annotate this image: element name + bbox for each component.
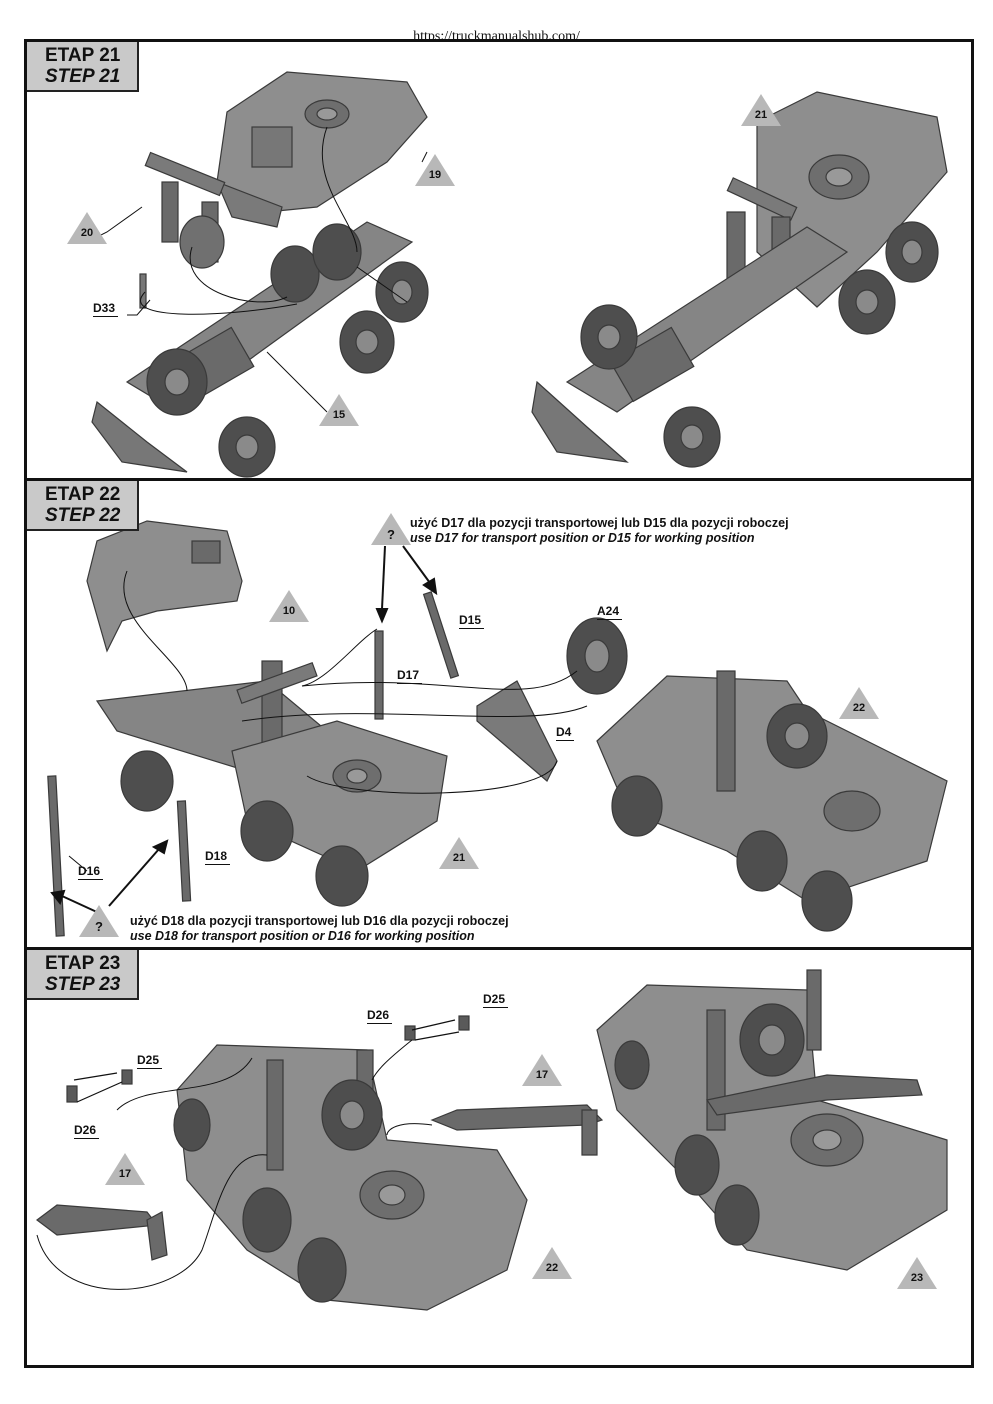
callout-number-17-left: 17 <box>118 1168 132 1180</box>
callout-triangle-23 <box>897 1257 937 1289</box>
part-label-d26-left: D26 <box>74 1123 100 1139</box>
step-21-label-pl: ETAP 21 <box>45 45 121 66</box>
step-22-header: ETAP 22 STEP 22 <box>27 481 139 531</box>
part-label-d25-left: D25 <box>137 1053 163 1069</box>
callout-triangle-21 <box>439 837 479 869</box>
callout-number-23: 23 <box>910 1272 924 1284</box>
step-21-label-en: STEP 21 <box>45 66 121 87</box>
callout-triangle-21 <box>741 94 781 126</box>
callout-triangle-17-right <box>522 1054 562 1086</box>
step-21-panel: ETAP 21 STEP 21 19 20 15 21 D33 <box>24 39 974 481</box>
step-22-panel: ETAP 22 STEP 22 10 21 22 ? ? użyć D17 dl… <box>24 478 974 951</box>
callout-triangle-15 <box>319 394 359 426</box>
callout-number-22: 22 <box>852 702 866 714</box>
callout-triangle-question-top <box>371 513 411 545</box>
callout-number-10: 10 <box>282 605 296 617</box>
callout-number-21: 21 <box>452 852 466 864</box>
part-label-d16: D16 <box>78 864 104 880</box>
callout-triangle-19 <box>415 154 455 186</box>
callout-triangle-question-bottom <box>79 905 119 937</box>
step-21-header: ETAP 21 STEP 21 <box>27 42 139 92</box>
callout-number-19: 19 <box>428 169 442 181</box>
part-label-d4: D4 <box>556 725 575 741</box>
callout-triangle-22 <box>532 1247 572 1279</box>
callout-triangle-22 <box>839 687 879 719</box>
part-label-d15: D15 <box>459 613 485 629</box>
callout-number-21: 21 <box>754 109 768 121</box>
step-23-header: ETAP 23 STEP 23 <box>27 950 139 1000</box>
step-22-label-en: STEP 22 <box>45 505 121 526</box>
note-top: użyć D17 dla pozycji transportowej lub D… <box>410 516 789 546</box>
note-bottom: użyć D18 dla pozycji transportowej lub D… <box>130 914 509 944</box>
part-label-d33: D33 <box>93 301 119 317</box>
callout-number-17-right: 17 <box>535 1069 549 1081</box>
callout-triangle-20 <box>67 212 107 244</box>
part-label-a24: A24 <box>597 604 623 620</box>
step-22-illustration <box>47 520 948 937</box>
part-label-d18: D18 <box>205 849 231 865</box>
part-label-d25-right: D25 <box>483 992 509 1008</box>
callout-triangle-10 <box>269 590 309 622</box>
step-23-label-en: STEP 23 <box>45 974 121 995</box>
step-23-panel: ETAP 23 STEP 23 17 17 22 23 D26 D25 D25 … <box>24 947 974 1368</box>
note-top-en: use D17 for transport position or D15 fo… <box>410 531 755 545</box>
callout-number-20: 20 <box>80 227 94 239</box>
note-top-pl: użyć D17 dla pozycji transportowej lub D… <box>410 516 789 530</box>
step-23-label-pl: ETAP 23 <box>45 953 121 974</box>
callout-question-bottom: ? <box>95 919 103 934</box>
note-bottom-en: use D18 for transport position or D16 fo… <box>130 929 475 943</box>
callout-triangle-17-left <box>105 1153 145 1185</box>
part-label-d26-right: D26 <box>367 1008 393 1024</box>
step-22-label-pl: ETAP 22 <box>45 484 121 505</box>
step-21-illustration <box>86 71 948 478</box>
step-23-illustration <box>36 969 948 1311</box>
note-bottom-pl: użyć D18 dla pozycji transportowej lub D… <box>130 914 509 928</box>
callout-number-22: 22 <box>545 1262 559 1274</box>
callout-question-top: ? <box>387 527 395 542</box>
part-label-d17: D17 <box>397 668 423 684</box>
callout-number-15: 15 <box>332 409 346 421</box>
